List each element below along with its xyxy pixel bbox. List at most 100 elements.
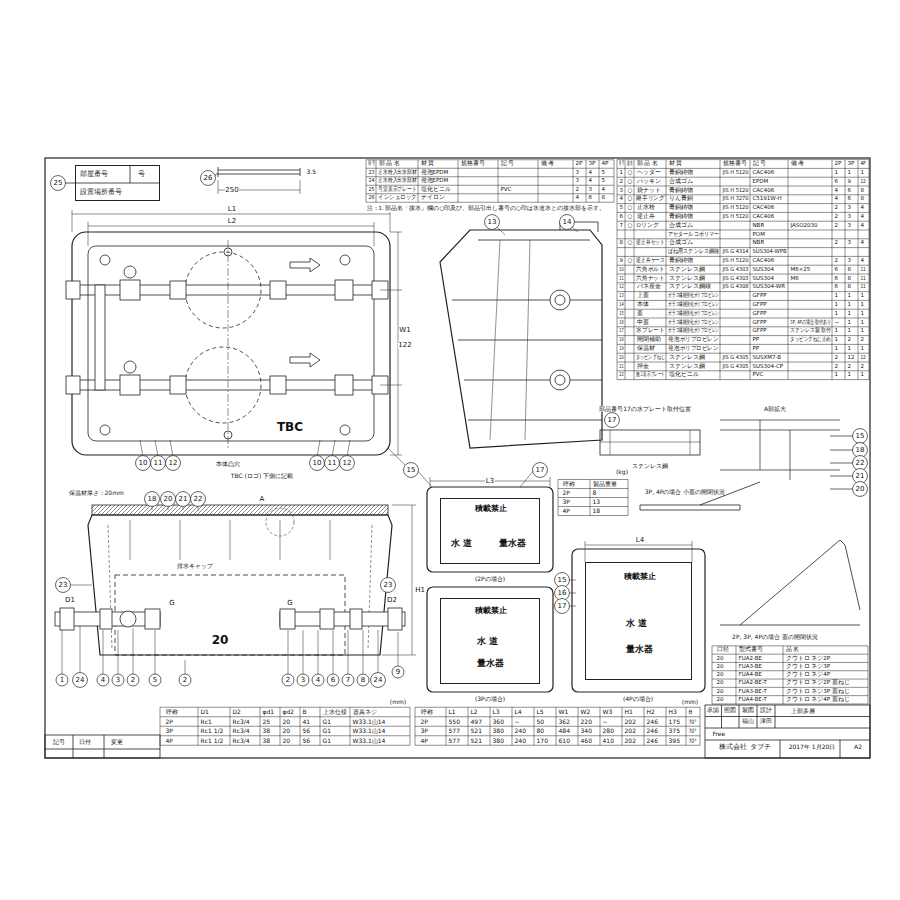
table-cell: 3P bbox=[588, 161, 596, 167]
dimension-label: TBC bbox=[276, 421, 303, 433]
table-cell: 6 bbox=[847, 188, 852, 194]
table-cell: L3 bbox=[492, 709, 500, 715]
plan-view bbox=[270, 281, 286, 299]
callout-number: 1 bbox=[59, 677, 64, 684]
table-cell: 六角ナット bbox=[636, 276, 665, 282]
table-cell: 8 bbox=[847, 276, 852, 282]
table-cell: ガラス繊維強化ポリプロピレン bbox=[668, 293, 719, 299]
table-cell: 止水栓入出水部材 bbox=[378, 178, 417, 184]
table-rule bbox=[160, 716, 410, 717]
detail-views bbox=[720, 540, 860, 625]
dimension-label: A bbox=[259, 496, 265, 503]
table-cell: Oリング bbox=[636, 223, 659, 229]
callout-circle bbox=[176, 492, 191, 507]
table-cell: 1 bbox=[847, 320, 852, 326]
table-rule bbox=[558, 497, 628, 498]
table-cell: GFPP bbox=[752, 302, 767, 308]
table-cell: 20 bbox=[716, 697, 724, 703]
title-block-text: 承認 bbox=[707, 708, 720, 714]
dimension-label: L1 bbox=[227, 206, 236, 213]
callout-circle bbox=[605, 413, 620, 428]
plan-view bbox=[66, 210, 405, 465]
table-cell: 521 bbox=[470, 728, 482, 734]
callout-number: 8 bbox=[360, 677, 365, 684]
plan-view bbox=[100, 255, 110, 265]
table-cell: 規格番号 bbox=[722, 161, 747, 167]
table-cell: W33.1山14 bbox=[352, 728, 386, 734]
table-cell: φd2 bbox=[282, 709, 295, 715]
plan-view bbox=[335, 375, 353, 395]
section-view bbox=[130, 520, 330, 560]
table-rule bbox=[617, 335, 869, 336]
table-rule bbox=[160, 735, 410, 736]
table-rule bbox=[617, 274, 869, 275]
table-cell: 4 bbox=[575, 195, 580, 201]
callout-circle bbox=[297, 674, 309, 686]
dimension-label: A部拡大 bbox=[763, 406, 786, 412]
table-cell: 袋ナット bbox=[636, 188, 661, 194]
callout-circle bbox=[145, 492, 160, 507]
title-block-text: 記号 bbox=[52, 740, 65, 746]
section-view bbox=[69, 505, 386, 585]
table-cell: 3P bbox=[562, 499, 570, 505]
table-cell: JIS G 4308 bbox=[722, 284, 749, 290]
table-cell: 1 bbox=[860, 320, 865, 326]
title-block-text: 設計 bbox=[760, 708, 773, 714]
table-cell: 2P bbox=[834, 161, 842, 167]
table-rule bbox=[415, 726, 700, 727]
table-cell: PP bbox=[752, 346, 760, 352]
table-cell: 13 bbox=[592, 499, 601, 505]
node-text: 量水器 bbox=[477, 659, 504, 668]
side-view bbox=[490, 240, 530, 440]
table-cell: CAC406 bbox=[752, 188, 775, 194]
callout-circle bbox=[166, 456, 181, 471]
table-rule bbox=[578, 707, 579, 745]
table-cell: 11 bbox=[860, 284, 866, 290]
table-cell: JIS G 4305 bbox=[722, 364, 749, 370]
table-rule bbox=[617, 186, 869, 187]
table-cell: 18 bbox=[619, 337, 624, 343]
callout-number: 12 bbox=[342, 460, 352, 467]
table-cell: 240 bbox=[514, 728, 526, 734]
table-cell: CAC406 bbox=[752, 170, 775, 176]
dimension-label: L4 bbox=[635, 537, 644, 544]
table-cell: 4 bbox=[588, 178, 593, 184]
table-rule bbox=[686, 707, 687, 745]
table-cell: 1 bbox=[860, 372, 865, 378]
table-rule bbox=[230, 707, 231, 745]
plan-view bbox=[124, 361, 136, 373]
table-cell: 12 bbox=[619, 284, 624, 290]
table-cell: タッピングねじ止め bbox=[790, 337, 831, 343]
callout-circle bbox=[485, 215, 500, 230]
lid-marking: 積載禁止水 道量水器 bbox=[440, 498, 540, 564]
table-rule bbox=[366, 176, 614, 177]
dimension-label: 2P, 3P, 4Pの場合 蓋の開閉状況 bbox=[732, 634, 819, 640]
table-cell: 2 bbox=[834, 364, 839, 370]
section-view bbox=[62, 626, 398, 674]
dimension-label: (4Pの場合) bbox=[622, 696, 653, 702]
section-view bbox=[88, 515, 392, 655]
table-rule bbox=[366, 168, 614, 169]
dimension-label: 排水キャップ bbox=[177, 563, 214, 569]
plan-view bbox=[270, 376, 286, 394]
callout-circle bbox=[325, 456, 340, 471]
callout-number: 24 bbox=[75, 677, 85, 684]
title-block-text: 株式会社 タブチ bbox=[719, 744, 771, 751]
table-cell: G1 bbox=[322, 728, 331, 734]
title-block-text: 変更 bbox=[110, 740, 123, 746]
callout-number: 17 bbox=[535, 467, 545, 474]
table-rule bbox=[617, 221, 869, 222]
table-rule bbox=[366, 202, 614, 203]
title-block bbox=[705, 705, 870, 758]
table-cell: 発泡EPDM bbox=[420, 178, 449, 184]
table-cell: 6 bbox=[834, 284, 839, 290]
table-cell: 246 bbox=[646, 728, 658, 734]
table-cell: FUA3-BE-T bbox=[738, 689, 767, 695]
plan-view bbox=[185, 347, 261, 423]
dimension-label: (mm) bbox=[389, 699, 406, 705]
callout-circle bbox=[381, 578, 396, 593]
table-cell: 4 bbox=[860, 240, 865, 246]
callout-circle bbox=[56, 674, 68, 686]
section-view bbox=[266, 508, 294, 536]
table-cell: PVC bbox=[500, 187, 512, 193]
